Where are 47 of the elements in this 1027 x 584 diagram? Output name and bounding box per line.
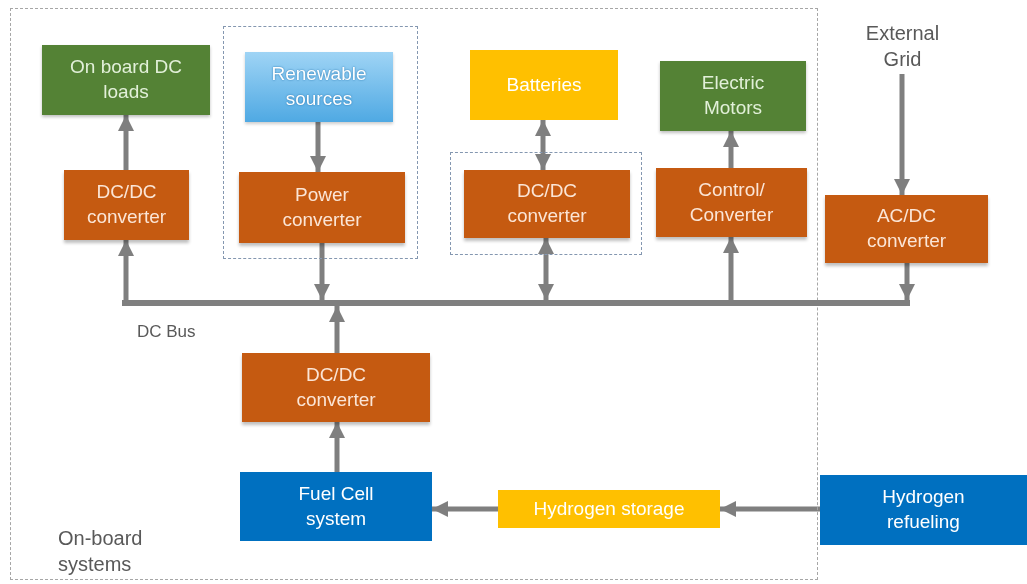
arrow [720,501,820,517]
box-label: Hydrogen refueling [881,485,966,534]
source-box [245,52,393,122]
arrow [329,422,345,472]
arrow [118,115,134,170]
box-label: Batteries [506,72,582,97]
arrow [723,131,739,168]
arrow [535,120,551,170]
box-label: DC/DC converter [85,180,168,229]
box-label: Control/ Converter [688,177,775,227]
arrow [314,243,330,300]
arrow [310,122,326,172]
box-label: AC/DC converter [865,204,948,253]
process-box [820,475,1027,545]
storage-box [470,50,618,120]
dashed-group-box [223,26,418,259]
box-label: On board DC loads [69,55,183,104]
converter-box [242,353,430,422]
box-label: Renewable sources [270,62,368,111]
box-label: DC/DC converter [295,362,377,412]
storage-box [498,490,720,528]
arrow [894,74,910,195]
arrow [899,263,915,300]
converter-box [656,168,807,237]
arrow [118,240,134,300]
dashed-group-box [450,152,642,255]
bus-bar [122,300,910,306]
system-boundary [10,8,818,580]
box-label: Power converter [281,182,363,232]
load-box [660,61,806,131]
bus-label: DC Bus [137,322,196,342]
load-box [42,45,210,115]
box-label: Hydrogen storage [533,496,685,521]
process-box [240,472,432,541]
converter-box [825,195,988,263]
box-label: DC/DC converter [506,179,588,228]
arrow [329,306,345,353]
boundary-label: On-board systems [58,526,144,577]
box-label: Fuel Cell system [297,481,375,531]
arrow [432,501,498,517]
converter-box [464,170,630,238]
arrow [538,238,554,300]
text-label: External Grid [845,18,960,74]
converter-box [239,172,405,243]
box-label: Electric Motors [700,71,766,120]
converter-box [64,170,189,240]
arrow [723,237,739,300]
